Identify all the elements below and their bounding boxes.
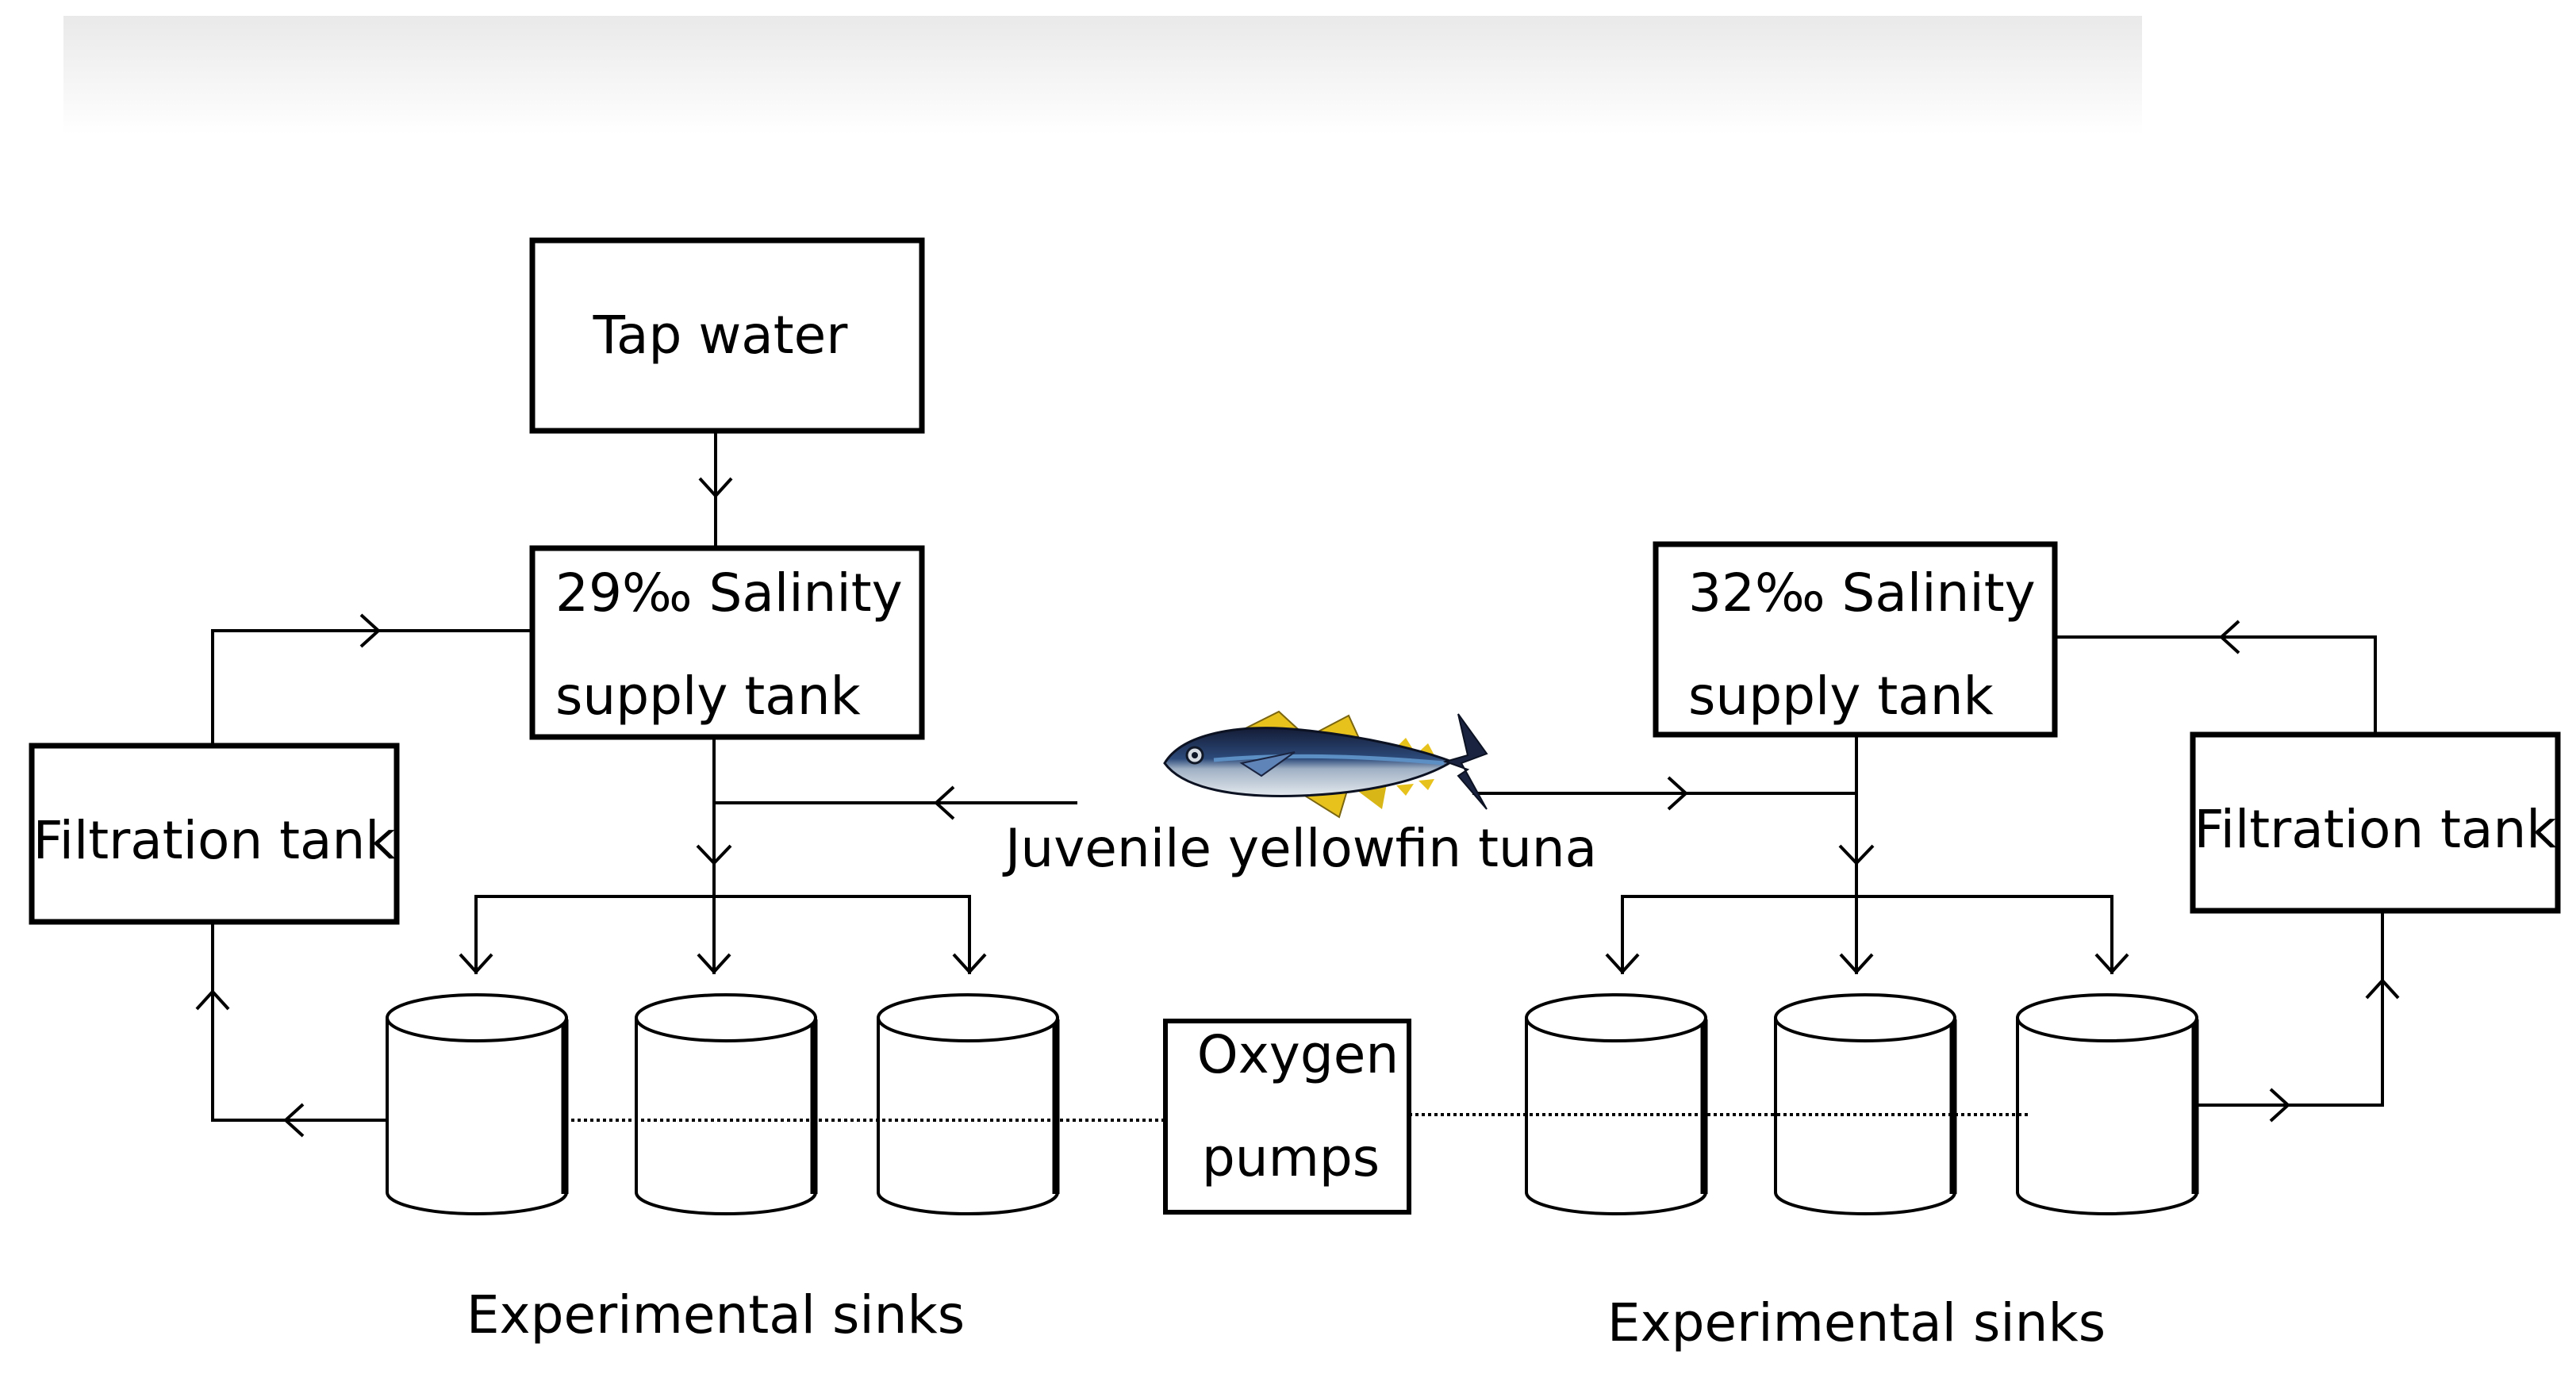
supply-left-line2: supply tank [555,666,862,727]
supply-right-down-arrowhead-1 [1838,844,1875,866]
right-sinks-to-filtration-line [2198,911,2384,1107]
oxygen-line2: pumps [1202,1127,1380,1188]
filtration-left-label: Filtration tank [33,810,396,871]
sink-left-3 [877,993,1060,1215]
supply-left-down-arrowhead-1 [696,844,732,866]
left-sinks-to-filtration-line [211,922,387,1122]
filtration-left-return-line [211,629,532,746]
left-filtration-in-arrowhead [195,989,230,1011]
filtration-right-label: Filtration tank [2194,799,2557,860]
sinks-right-label: Experimental sinks [1607,1292,2106,1353]
oxygen-line1: Oxygen [1197,1024,1399,1085]
supply-right-line2: supply tank [1688,666,1994,727]
filtration-tank-right: Filtration tank [2190,731,2561,914]
supply-tank-right: 32‰ Salinity supply tank [1653,541,2058,738]
sink-left-2 [635,993,818,1215]
left-outflow-arrowhead [283,1103,305,1138]
supply-right-line1: 32‰ Salinity [1688,562,2036,624]
filtration-right-return-line [2055,635,2377,735]
right-distribution-line [1621,895,2113,974]
right-sink-arrowhead-1 [1605,953,1640,974]
right-filtration-in-arrowhead [2365,978,2400,1000]
filtration-right-return-arrowhead [2219,620,2240,654]
top-shadow-band [63,16,2142,135]
filtration-tank-left: Filtration tank [29,743,400,925]
left-sink-arrowhead-1 [459,953,493,974]
sink-right-3 [2016,993,2199,1215]
right-sink-arrowhead-3 [2094,953,2129,974]
left-sink-arrowhead-3 [952,953,987,974]
tap-to-supply-arrowhead [698,477,733,498]
sinks-left-label: Experimental sinks [466,1284,965,1345]
right-outflow-arrowhead [2269,1088,2290,1123]
right-sink-arrowhead-2 [1839,953,1874,974]
tap-water-box: Tap water [529,237,925,434]
left-sink-arrowhead-2 [697,953,731,974]
sink-right-1 [1525,993,1708,1215]
fish-label: Juvenile yellowfin tuna [1002,818,1597,879]
yellowfin-tuna-icon [1163,710,1488,819]
sink-left-1 [386,993,569,1215]
sink-right-2 [1774,993,1957,1215]
supply-tank-left: 29‰ Salinity supply tank [529,545,925,740]
left-distribution-line [474,895,971,974]
tap-water-label: Tap water [593,305,849,366]
filtration-left-return-arrowhead [359,613,381,648]
fish-to-left-arrowhead [934,785,955,820]
supply-left-line1: 29‰ Salinity [555,562,903,624]
oxygen-pumps-box: Oxygen pumps [1163,1019,1411,1215]
fish-to-right-arrowhead [1667,776,1688,811]
